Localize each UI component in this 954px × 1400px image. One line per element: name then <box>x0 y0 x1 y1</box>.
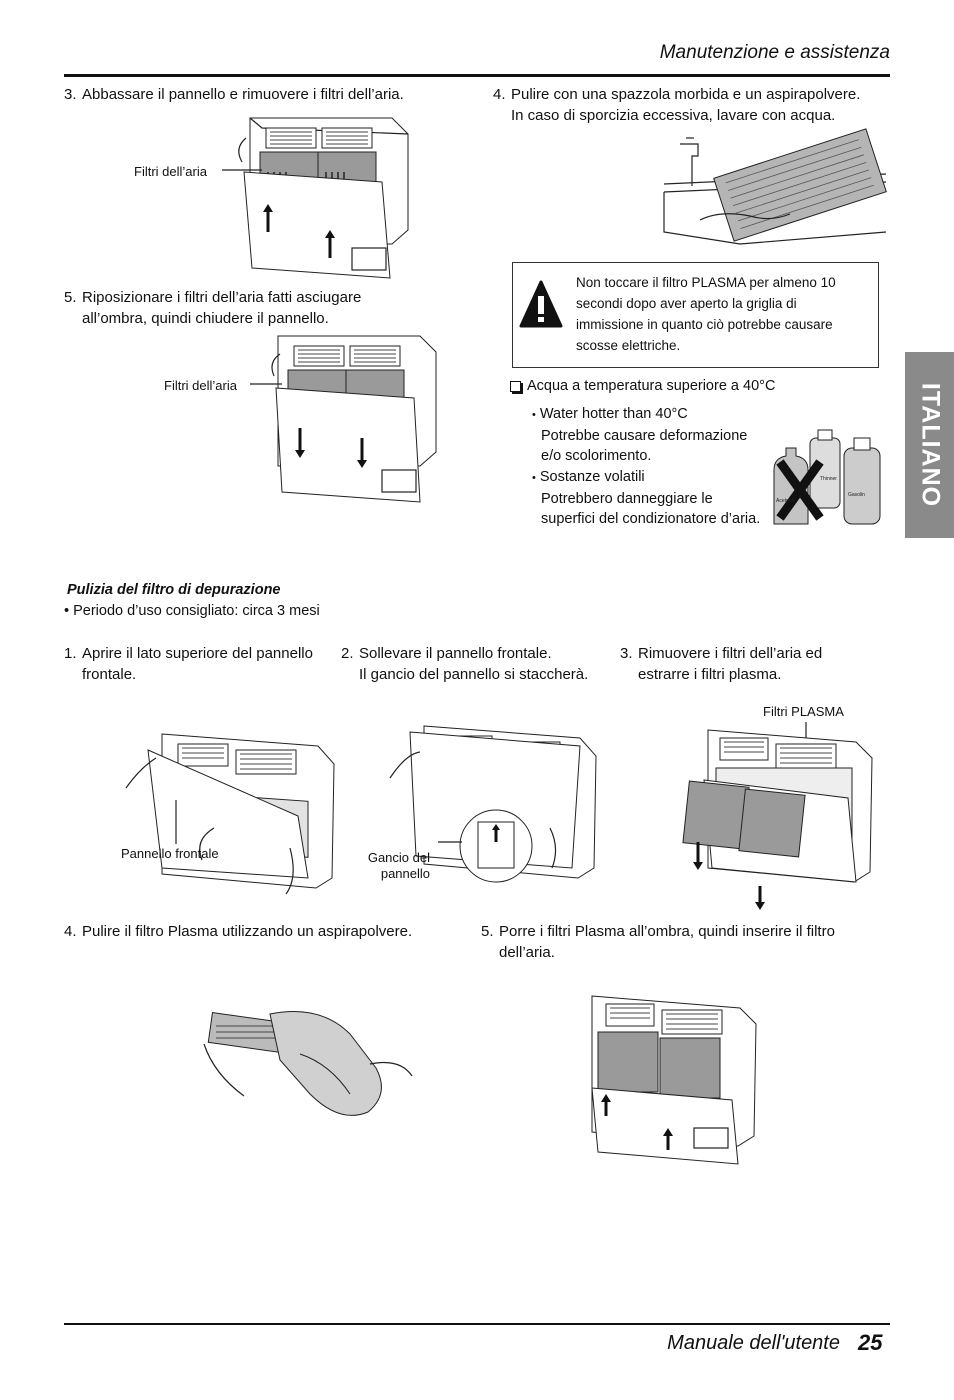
illustration-chemical-bottles: Acetone Thinner Gasolin <box>773 429 881 525</box>
purifier-step-2: 2.Sollevare il pannello frontale. Il gan… <box>341 645 589 683</box>
callout-panel-hook: Gancio del pannello <box>367 850 430 881</box>
warning-box <box>512 262 879 368</box>
note-heading: Acqua a temperatura superiore a 40°C <box>510 378 775 394</box>
illustration-vacuum-plasma-filter <box>203 1011 413 1116</box>
step-4-line-1: 4.Pulire con una spazzola morbida e un a… <box>493 86 861 103</box>
header-rule <box>64 74 890 77</box>
purifier-step-5: 5.Porre i filtri Plasma all’ombra, quind… <box>481 923 835 961</box>
step-5-line-2: all’ombra, quindi chiudere il pannello. <box>82 310 329 327</box>
warning-icon <box>519 280 563 328</box>
section-title: Manutenzione e assistenza <box>659 42 890 63</box>
step-5-line-1: 5.Riposizionare i filtri dell’aria fatti… <box>64 289 362 306</box>
note-volatile: •Sostanze volatili Potrebbero danneggiar… <box>532 469 761 527</box>
illustration-replace-filters <box>250 335 437 503</box>
callout-front-panel: Pannello frontale <box>121 846 219 861</box>
checkbox-icon <box>510 380 521 392</box>
language-tab-label: ITALIANO <box>916 382 944 508</box>
callout-air-filters-1: Filtri dell’aria <box>134 164 207 179</box>
step-4-line-2: In caso di sporcizia eccessiva, lavare c… <box>511 107 836 124</box>
footer-rule <box>64 1323 890 1325</box>
callout-air-filters-2: Filtri dell’aria <box>164 378 237 393</box>
illustration-remove-filters <box>222 117 409 279</box>
page-number: 25 <box>858 1330 883 1355</box>
warning-text: Non toccare il filtro PLASMA per almeno … <box>576 275 836 353</box>
callout-plasma-filters: Filtri PLASMA <box>763 704 844 719</box>
bottle-label-thinner: Thinner <box>820 476 837 482</box>
bottle-label-gasolin: Gasolin <box>848 492 865 498</box>
illustration-remove-plasma-filters <box>682 722 873 910</box>
illustration-open-panel <box>125 733 335 895</box>
purifier-period: • Periodo d’uso consigliato: circa 3 mes… <box>64 603 320 619</box>
language-tab: ITALIANO <box>905 352 954 538</box>
illustration-lift-panel <box>389 725 597 883</box>
illustration-reinsert-filters <box>591 995 757 1165</box>
illustration-wash-filter <box>663 128 887 245</box>
manual-title: Manuale dell'utente <box>667 1332 840 1354</box>
step-3: 3.Abbassare il pannello e rimuovere i fi… <box>64 86 404 103</box>
purifier-step-1: 1.Aprire il lato superiore del pannello … <box>64 645 313 683</box>
bottle-label-acetone: Acetone <box>776 498 795 504</box>
purifier-title: Pulizia del filtro di depurazione <box>67 582 281 598</box>
note-hot-water: •Water hotter than 40°C Potrebbe causare… <box>532 406 748 464</box>
purifier-step-3: 3.Rimuovere i filtri dell’aria ed estrar… <box>620 645 823 683</box>
purifier-step-4: 4.Pulire il filtro Plasma utilizzando un… <box>64 923 413 940</box>
